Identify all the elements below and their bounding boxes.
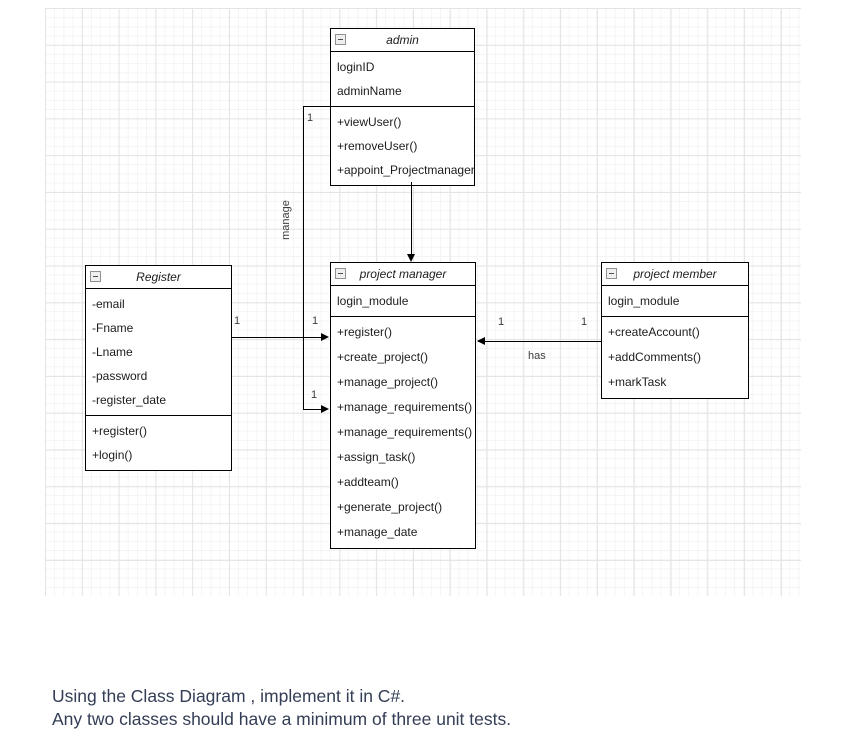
attributes-section: login_module: [602, 286, 748, 317]
association-line-manage: [303, 106, 304, 410]
arrowhead-icon: [407, 254, 415, 262]
class-method: +markTask: [608, 375, 667, 389]
class-attribute: loginID: [337, 60, 375, 74]
class-method: +assign_task(): [337, 450, 416, 464]
attributes-section: -email -Fname -Lname -password -register…: [86, 289, 231, 416]
class-attribute: login_module: [608, 294, 680, 308]
class-method: +addteam(): [337, 475, 399, 489]
class-method: +removeUser(): [337, 139, 418, 153]
attributes-section: loginID adminName: [331, 52, 474, 107]
methods-section: +viewUser() +removeUser() +appoint_Proje…: [331, 107, 474, 185]
class-method: +login(): [92, 448, 133, 462]
collapse-icon[interactable]: [335, 268, 346, 279]
class-attribute: -Lname: [92, 345, 133, 359]
class-attribute: -email: [92, 297, 125, 311]
class-box-project-manager[interactable]: project manager login_module +register()…: [330, 262, 476, 549]
class-attribute: adminName: [337, 84, 402, 98]
instruction-line-2: Any two classes should have a minimum of…: [52, 709, 512, 729]
class-title: Register: [136, 270, 181, 284]
class-attribute: login_module: [337, 294, 409, 308]
multiplicity-label: 1: [581, 316, 588, 328]
class-title: admin: [386, 33, 419, 47]
class-method: +generate_project(): [337, 500, 443, 514]
methods-section: +register() +create_project() +manage_pr…: [331, 317, 475, 548]
association-line-manage: [304, 409, 322, 410]
class-header: project manager: [331, 263, 475, 286]
instruction-text: Using the Class Diagram , implement it i…: [52, 685, 511, 731]
multiplicity-label: 1: [234, 315, 241, 327]
class-header: Register: [86, 266, 231, 289]
class-method: +register(): [337, 325, 393, 339]
class-method: +viewUser(): [337, 115, 402, 129]
class-method: +addComments(): [608, 350, 702, 364]
multiplicity-label: 1: [307, 112, 314, 124]
class-method: +create_project(): [337, 350, 429, 364]
collapse-icon[interactable]: [606, 268, 617, 279]
class-attribute: -register_date: [92, 393, 167, 407]
multiplicity-label: 1: [312, 315, 319, 327]
multiplicity-label: 1: [498, 316, 505, 328]
class-header: project member: [602, 263, 748, 286]
class-box-register[interactable]: Register -email -Fname -Lname -password …: [85, 265, 232, 471]
class-box-project-member[interactable]: project member login_module +createAccou…: [601, 262, 749, 399]
arrowhead-icon: [321, 405, 329, 413]
class-method: +createAccount(): [608, 325, 700, 339]
multiplicity-label: 1: [311, 389, 318, 401]
arrowhead-icon: [477, 337, 485, 345]
class-method: +manage_requirements(): [337, 400, 473, 414]
class-title: project member: [633, 267, 717, 281]
arrowhead-icon: [321, 333, 329, 341]
class-method: +manage_date: [337, 525, 418, 539]
association-line-register-pm: [232, 337, 322, 338]
association-label-has: has: [528, 350, 546, 362]
methods-section: +register() +login(): [86, 416, 231, 470]
class-title: project manager: [359, 267, 447, 281]
class-header: admin: [331, 29, 474, 52]
class-attribute: -password: [92, 369, 148, 383]
class-attribute: -Fname: [92, 321, 134, 335]
class-method: +register(): [92, 424, 148, 438]
association-label-manage: manage: [280, 200, 292, 240]
collapse-icon[interactable]: [90, 271, 101, 282]
association-line-admin-pm: [411, 182, 412, 255]
class-method: +appoint_Projectmanager: [337, 163, 474, 177]
association-line-has: [478, 341, 601, 342]
instruction-line-1: Using the Class Diagram , implement it i…: [52, 686, 406, 706]
class-box-admin[interactable]: admin loginID adminName +viewUser() +rem…: [330, 28, 475, 186]
attributes-section: login_module: [331, 286, 475, 317]
collapse-icon[interactable]: [335, 34, 346, 45]
methods-section: +createAccount() +addComments() +markTas…: [602, 317, 748, 398]
association-line-manage: [303, 106, 330, 107]
class-method: +manage_project(): [337, 375, 439, 389]
class-method: +manage_requirements(): [337, 425, 473, 439]
